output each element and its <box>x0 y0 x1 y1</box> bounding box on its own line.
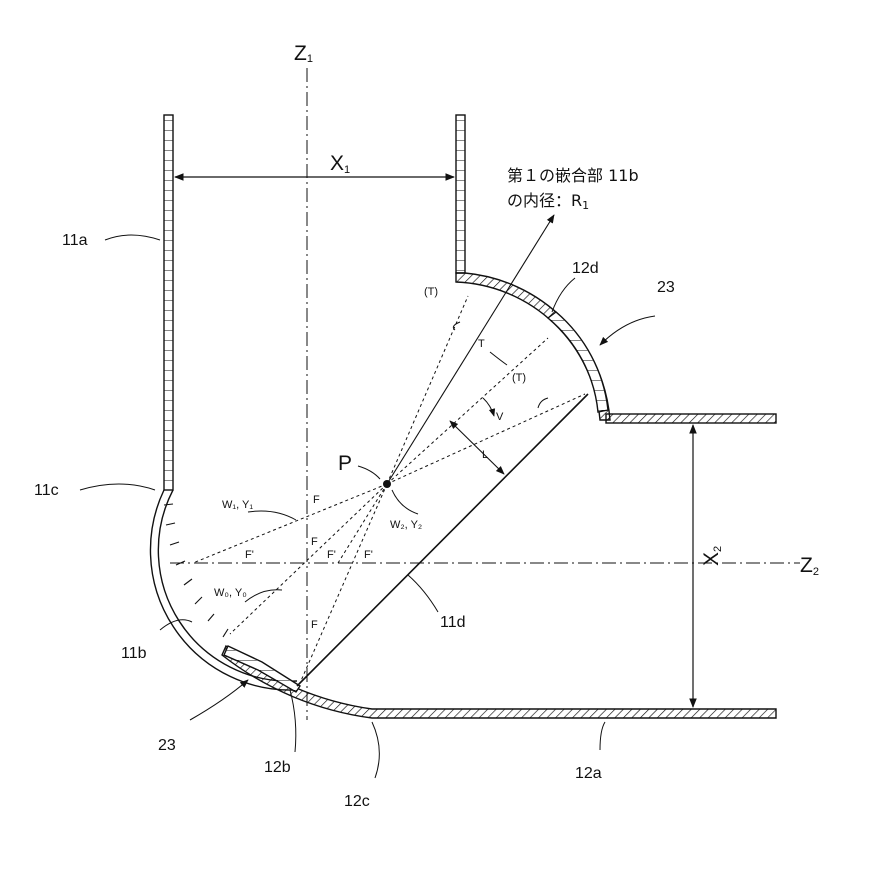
label-w1y1: W₁, Y₁ <box>222 499 253 511</box>
dimension-l <box>449 420 505 475</box>
label-f-mid: F <box>311 536 318 548</box>
label-p: P <box>338 452 352 475</box>
label-x2: X2 <box>700 546 724 566</box>
p-leader <box>357 465 381 480</box>
leader-t-lower <box>537 397 549 409</box>
pipe-11a <box>163 114 466 491</box>
end-face-11d <box>296 393 589 687</box>
label-fp-right: F' <box>364 549 373 561</box>
label-12a: 12a <box>575 765 602 782</box>
leader-w1y1 <box>247 510 297 521</box>
label-fp-mid: F' <box>327 549 336 561</box>
pipe-11a-left-wall <box>163 114 174 491</box>
annotation-line-1: 第１の嵌合部 11b <box>507 166 639 185</box>
leader-12d <box>551 277 576 313</box>
leader-11c <box>79 483 156 491</box>
leader-11d <box>407 574 439 613</box>
construction-lines <box>192 295 586 684</box>
label-t-mid: T <box>478 338 485 350</box>
coupling-12d-wall <box>546 311 609 413</box>
label-12c: 12c <box>344 793 370 810</box>
label-w2y2: W₂, Y₂ <box>390 519 422 531</box>
point-p <box>383 480 391 488</box>
annotation-line-2: の内径：R1 <box>507 191 589 212</box>
label-11b: 11b <box>121 645 147 662</box>
label-f-top: F <box>313 494 320 506</box>
arrow-23-left <box>189 679 249 721</box>
pipe-11a-right-wall <box>455 114 466 274</box>
leader-12c <box>371 721 380 779</box>
radius-arrow-r1 <box>386 214 555 485</box>
label-f-bottom: F <box>311 619 318 631</box>
leader-w2y2 <box>391 489 419 515</box>
coupling-12b <box>223 645 301 693</box>
label-x1: X1 <box>330 152 350 176</box>
label-t-upper: (T) <box>424 286 438 298</box>
pipe-12-upper-wall <box>605 413 777 424</box>
label-11a: 11a <box>62 232 88 249</box>
label-12b: 12b <box>264 759 291 776</box>
label-11c: 11c <box>34 482 59 499</box>
leader-11b <box>159 619 193 631</box>
coupling-12d <box>546 311 609 413</box>
label-fp-left: F' <box>245 549 254 561</box>
arrow-23-right <box>599 315 656 346</box>
angle-v-arrow <box>482 397 496 417</box>
label-t-lower: (T) <box>512 372 526 384</box>
leader-12a <box>599 721 606 751</box>
label-11d: 11d <box>440 614 466 631</box>
leader-11a <box>104 234 161 241</box>
leader-lines <box>79 234 606 779</box>
label-z1: Z1 <box>294 42 313 65</box>
label-23-right: 23 <box>657 279 675 296</box>
label-z2: Z2 <box>800 554 819 578</box>
label-l: L <box>482 449 488 461</box>
leader-w0y0 <box>244 589 283 603</box>
label-23-left: 23 <box>158 737 176 754</box>
leader-t-upper <box>452 321 461 331</box>
elbow-11b-ticks <box>163 503 229 638</box>
label-w0y0: W₀, Y₀ <box>214 587 247 599</box>
leader-t-mid <box>489 351 508 366</box>
label-12d: 12d <box>572 260 599 277</box>
elbow-11b-outer <box>149 489 296 691</box>
leader-12b <box>289 689 297 753</box>
label-v: V <box>496 411 504 423</box>
